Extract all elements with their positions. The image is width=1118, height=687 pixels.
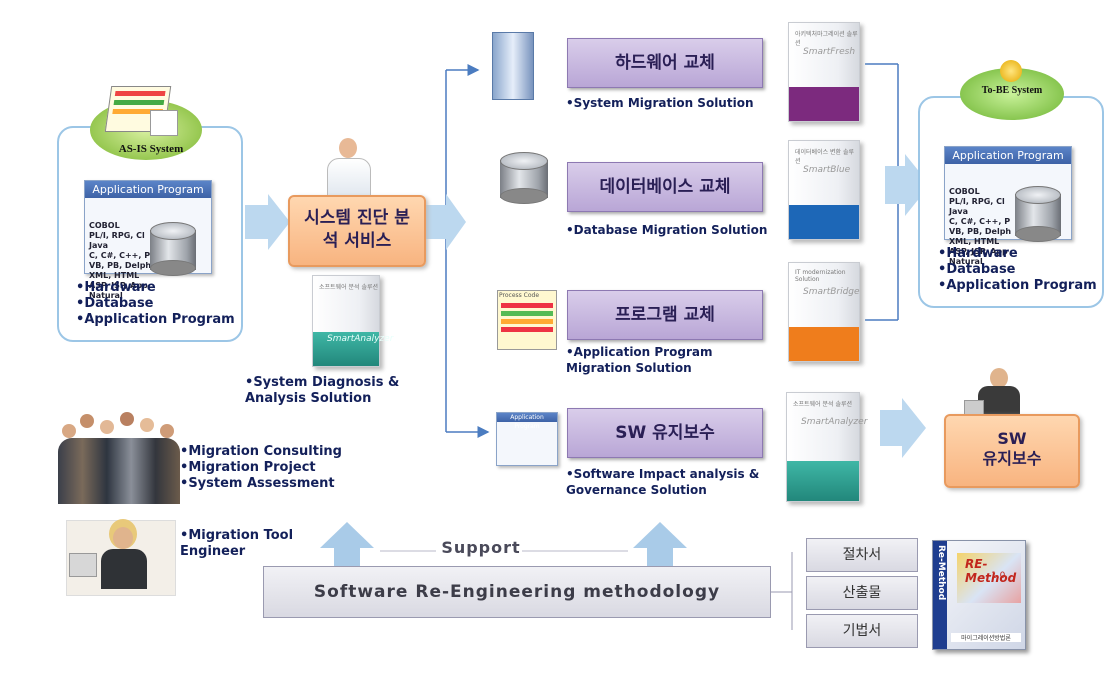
server-icon xyxy=(492,32,534,100)
solution-database-box: 데이터베이스 교체 xyxy=(567,162,763,212)
doctor-person-image xyxy=(322,138,374,200)
database-icon xyxy=(500,152,548,204)
asis-label: AS-IS System xyxy=(118,143,184,155)
team-group-image xyxy=(58,404,180,510)
smartbridge-box: IT modernization Solution SmartBridge xyxy=(788,262,860,362)
solution-hardware-caption: System Migration Solution xyxy=(566,95,754,111)
smartanalyzer-box-diagnosis: 소프트웨어 분석 솔루션 SmartAnalyzer xyxy=(312,275,393,367)
book-publisher: 마이그레이션방법론 xyxy=(951,633,1021,642)
arrow-to-tobe xyxy=(885,154,930,216)
sw-app-icon: Application Program xyxy=(496,412,558,466)
tobe-item-app: Application Program xyxy=(938,278,1096,294)
service-project: Migration Project xyxy=(180,460,342,476)
diagnosis-service-box: 시스템 진단 분석 서비스 xyxy=(288,195,426,267)
book-version: 1.0 xyxy=(991,571,1006,581)
solution-program-caption: Application Program Migration Solution xyxy=(566,344,736,376)
solution-hardware-box: 하드웨어 교체 xyxy=(567,38,763,88)
engineer-person-image xyxy=(66,520,176,596)
tobe-item-database: Database xyxy=(938,262,1097,278)
sw-maintenance-line1: SW xyxy=(997,429,1027,448)
method-item-deliverables: 산출물 xyxy=(806,576,918,610)
solution-database-caption: Database Migration Solution xyxy=(566,222,768,238)
asis-item-database: Database xyxy=(76,296,235,312)
smartanalyzer-box-sw: 소프트웨어 분석 솔루션 SmartAnalyzer xyxy=(786,392,867,502)
tool-engineer: Migration Tool Engineer xyxy=(180,528,320,560)
tobe-app-header: Application Program xyxy=(945,147,1071,164)
book-spine: Re-Method xyxy=(936,545,946,601)
solution-sw-box: SW 유지보수 xyxy=(567,408,763,458)
tobe-item-hardware: Hardware xyxy=(938,246,1097,262)
asis-database-icon xyxy=(150,222,196,276)
diagnosis-caption: System Diagnosis & Analysis Solution xyxy=(245,375,445,407)
arrow-asis-to-diagnosis xyxy=(245,194,290,250)
asis-item-app: Application Program xyxy=(76,312,234,328)
support-arrow-right xyxy=(633,522,687,566)
asis-app-header: Application Program xyxy=(85,181,211,198)
process-code-icon: Process Code xyxy=(497,290,557,350)
service-consulting: Migration Consulting xyxy=(180,444,342,460)
asis-document-icon-2 xyxy=(150,110,178,136)
methodology-bar: Software Re-Engineering methodology xyxy=(263,566,771,618)
support-label: Support xyxy=(441,538,521,557)
sw-maintenance-line2: 유지보수 xyxy=(982,449,1042,468)
solution-sw-caption: Software Impact analysis & Governance So… xyxy=(566,466,766,498)
book-title: RE-Method xyxy=(965,557,1017,585)
diagnosis-title: 시스템 진단 분석 서비스 xyxy=(304,208,410,251)
tobe-hub-icon xyxy=(1000,60,1022,82)
tobe-label: To-BE System xyxy=(981,85,1043,96)
arrow-diagnosis-to-solutions xyxy=(426,194,466,250)
services-list: Migration Consulting Migration Project S… xyxy=(180,444,342,492)
solution-program-box: 프로그램 교체 xyxy=(567,290,763,340)
smartblue-box: 데이터베이스 변환 솔루션 SmartBlue xyxy=(788,140,860,240)
asis-item-hardware: Hardware xyxy=(76,280,235,296)
tobe-items: Hardware Database Application Program xyxy=(938,246,1097,294)
service-assessment: System Assessment xyxy=(180,476,342,492)
re-method-book: Re-Method RE-Method 1.0 마이그레이션방법론 xyxy=(932,540,1026,650)
operator-person-image xyxy=(964,366,1034,418)
arrow-to-sw-maintenance xyxy=(880,398,926,458)
tobe-database-icon xyxy=(1015,186,1061,242)
sw-maintenance-box: SW 유지보수 xyxy=(944,414,1080,488)
method-item-procedure: 절차서 xyxy=(806,538,918,572)
support-arrow-left xyxy=(320,522,374,566)
method-item-techniques: 기법서 xyxy=(806,614,918,648)
asis-items: Hardware Database Application Program xyxy=(76,280,235,328)
smartfresh-box: 아키텍처마그레이션 솔루션 SmartFresh xyxy=(788,22,860,122)
